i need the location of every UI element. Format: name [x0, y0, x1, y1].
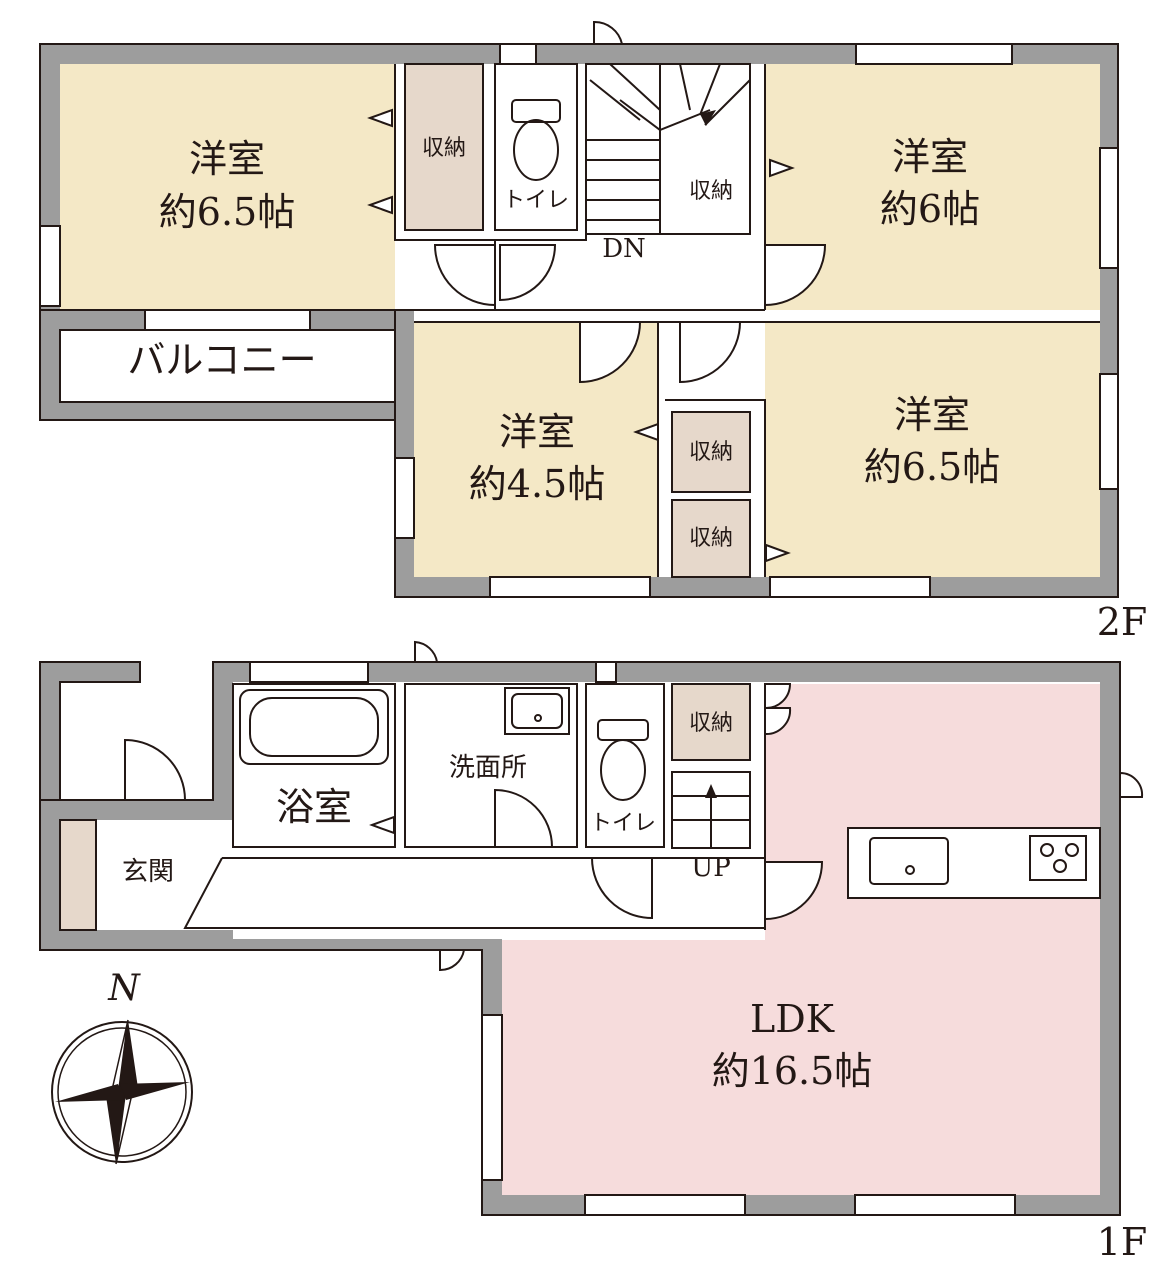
- door-toilet-1f[interactable]: [590, 857, 653, 920]
- toilet-2f: [494, 63, 578, 231]
- window: [1099, 373, 1119, 490]
- window: [769, 576, 931, 598]
- toilet-label: トイレ: [503, 188, 569, 213]
- stairs-2f: [585, 63, 751, 235]
- door-toilet-2f[interactable]: [499, 244, 557, 302]
- compass-rose-icon: N: [51, 968, 193, 1165]
- storage-1f: [671, 683, 751, 761]
- room-size: 約6.5帖: [864, 445, 1000, 489]
- window: [854, 1194, 1016, 1216]
- toilet-1f: [585, 683, 665, 848]
- stair-direction-label: DN: [602, 234, 646, 264]
- window: [144, 309, 311, 331]
- room-name: 洋室: [189, 137, 265, 181]
- western-room-nw: [60, 64, 395, 310]
- sink-icon: [869, 837, 949, 885]
- floor-label: 1F: [1097, 1220, 1148, 1264]
- window: [394, 457, 415, 539]
- door-washroom[interactable]: [494, 788, 554, 848]
- window: [481, 1014, 503, 1181]
- room-name: LDK: [750, 997, 835, 1041]
- window: [39, 225, 61, 307]
- toilet-bowl-icon: [600, 739, 646, 801]
- ldk-room: [502, 684, 1100, 1195]
- room-name: 洗面所: [449, 753, 527, 783]
- door-top-1f[interactable]: [414, 640, 439, 663]
- storage-label: 収納: [689, 179, 733, 204]
- room-size: 約6.5帖: [159, 190, 295, 234]
- western-room-se: [765, 322, 1100, 577]
- door-center-room[interactable]: [579, 321, 642, 384]
- north-label: N: [107, 968, 141, 1009]
- storage-se: [671, 499, 751, 578]
- door-nw-room[interactable]: [433, 244, 496, 307]
- first-floor: LDK 約16.5帖 浴室 洗面所 玄関 収納 トイレ UP 1F: [39, 640, 1148, 1264]
- window: [855, 43, 1013, 65]
- room-name: 浴室: [276, 785, 352, 829]
- storage-label: 収納: [689, 526, 733, 551]
- room-size: 約16.5帖: [712, 1049, 873, 1093]
- door-bottom-1f[interactable]: [439, 949, 466, 972]
- storage-nw: [404, 63, 484, 231]
- window: [249, 661, 369, 683]
- room-name: 玄関: [122, 857, 174, 887]
- kitchen-counter: [847, 827, 1101, 899]
- balcony-label: バルコニー: [127, 338, 316, 382]
- door-right-1f[interactable]: [1119, 771, 1144, 798]
- door-top-hatch[interactable]: [593, 20, 624, 45]
- entrance-floor: [59, 819, 97, 931]
- bathroom: [232, 683, 396, 848]
- storage-label: 収納: [689, 711, 733, 736]
- wash-basin-icon: [504, 687, 570, 735]
- window: [489, 576, 651, 598]
- stair-direction-label: UP: [691, 853, 730, 883]
- door-ldk[interactable]: [764, 861, 824, 921]
- room-name: 洋室: [499, 410, 575, 454]
- storage-center: [671, 411, 751, 493]
- stairs-1f: [671, 771, 751, 849]
- toilet-tank-icon: [511, 99, 561, 123]
- room-name: 洋室: [894, 393, 970, 437]
- door-ne-room[interactable]: [764, 244, 827, 307]
- door-entrance[interactable]: [124, 738, 187, 801]
- window: [499, 43, 537, 65]
- stove-icon: [1029, 835, 1087, 881]
- storage-label: 収納: [689, 440, 733, 465]
- bathtub-icon: [239, 689, 389, 765]
- second-floor: 洋室 約6.5帖 洋室 約6帖 洋室 約4.5帖 洋室 約6.5帖 収納 収納 …: [39, 20, 1148, 644]
- window: [1099, 147, 1119, 269]
- toilet-label: トイレ: [590, 811, 656, 836]
- door-se-room[interactable]: [679, 321, 742, 384]
- room-name: 洋室: [892, 135, 968, 179]
- window: [595, 661, 617, 683]
- floor-label: 2F: [1097, 600, 1148, 644]
- window: [584, 1194, 746, 1216]
- stair-arrow-icon: [705, 784, 717, 798]
- room-size: 約6帖: [880, 187, 980, 231]
- storage-label: 収納: [422, 136, 466, 161]
- washroom: [404, 683, 578, 848]
- toilet-bowl-icon: [513, 119, 559, 181]
- room-size: 約4.5帖: [469, 462, 605, 506]
- stair-arrow-icon: [700, 110, 716, 126]
